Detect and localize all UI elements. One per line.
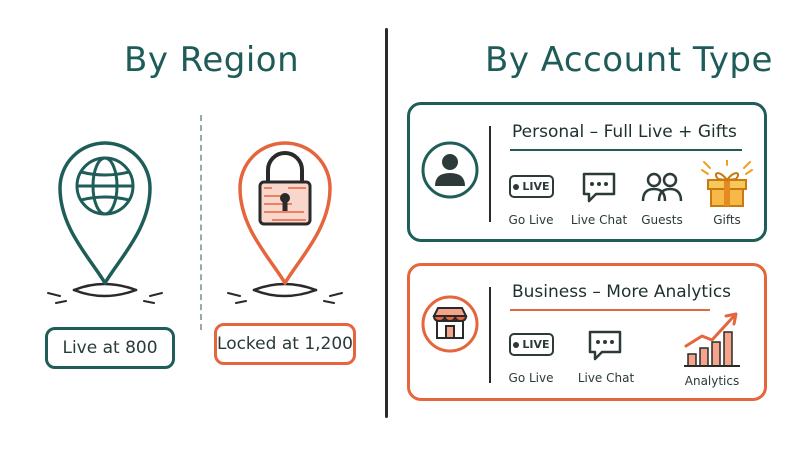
personal-card-separator xyxy=(489,126,491,222)
location-pin-icon xyxy=(227,141,343,304)
analytics-icon xyxy=(684,312,740,367)
divider-vertical xyxy=(385,28,388,418)
account-type-title: By Account Type xyxy=(485,40,773,80)
divider-dashed xyxy=(200,115,202,330)
live-badge-icon: LIVE xyxy=(509,175,554,198)
personal-title-underline xyxy=(510,149,742,151)
personal-card-title: Personal – Full Live + Gifts xyxy=(512,122,737,142)
chat-bubble-icon xyxy=(582,172,616,203)
live-badge-icon: LIVE xyxy=(509,333,554,356)
personal-account-card xyxy=(407,102,767,242)
business-account-card xyxy=(407,263,767,401)
feature-label-gifts: Gifts xyxy=(713,213,741,227)
storefront-icon xyxy=(421,295,479,353)
feature-label-go-live: Go Live xyxy=(508,371,554,385)
feature-label-go-live: Go Live xyxy=(508,213,554,227)
feature-label-live-chat: Live Chat xyxy=(570,213,628,227)
locked-at-1200-label: Locked at 1,200 xyxy=(214,323,356,365)
globe-icon xyxy=(75,156,135,216)
chat-bubble-icon xyxy=(588,330,622,361)
gift-icon xyxy=(701,160,753,207)
person-icon xyxy=(421,141,479,199)
live-at-800-label: Live at 800 xyxy=(45,327,175,369)
business-title-underline xyxy=(510,309,710,311)
feature-label-guests: Guests xyxy=(641,213,683,227)
business-card-separator xyxy=(489,287,491,383)
guests-icon xyxy=(641,172,683,202)
business-card-title: Business – More Analytics xyxy=(512,282,732,302)
region-title: By Region xyxy=(124,40,300,80)
feature-label-analytics: Analytics xyxy=(684,374,740,388)
feature-label-live-chat: Live Chat xyxy=(577,371,635,385)
padlock-icon xyxy=(258,151,312,226)
location-pin-icon xyxy=(47,141,163,304)
